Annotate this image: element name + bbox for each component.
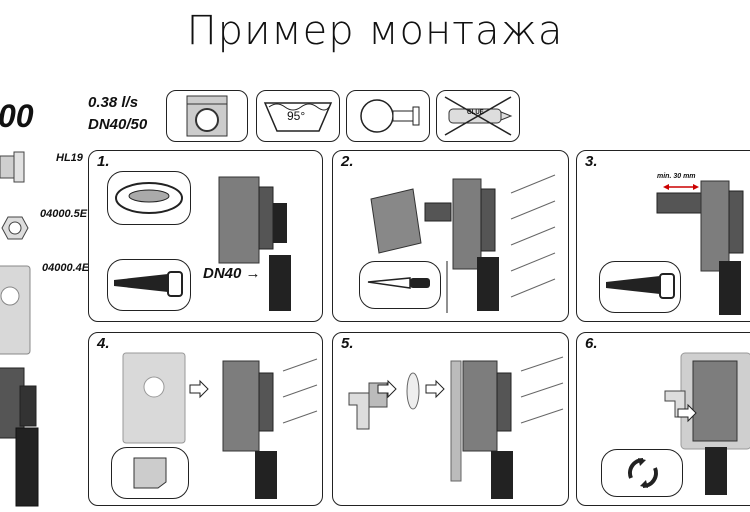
- part-label-nut: 04000.5E: [40, 208, 88, 220]
- step-3-panel: 3. min. 30 mm: [576, 150, 750, 322]
- no-glue-text: GLUE: [467, 110, 484, 116]
- dn40-label: DN40 →: [203, 265, 261, 282]
- step-5-panel: 5.: [332, 332, 569, 506]
- part-label-hl19: HL19: [56, 152, 83, 164]
- part-cover-plate-illustration: [0, 265, 31, 355]
- step-4-panel: 4.: [88, 332, 323, 506]
- cover-cap-illustration: [370, 188, 422, 254]
- step-1-panel: 1. DN40 →: [88, 150, 323, 322]
- rotate-icon: [601, 449, 683, 497]
- temperature-icon: 95°: [256, 90, 340, 142]
- saw-icon: [107, 259, 191, 311]
- washer-illustration: [406, 372, 420, 410]
- arrow-right-icon: [425, 379, 445, 399]
- step-number: 1.: [97, 153, 110, 170]
- step-6-panel: 6.: [576, 332, 750, 506]
- siphon-illustration: [218, 176, 291, 311]
- arrow-right-icon: [377, 379, 397, 399]
- temperature-value: 95°: [287, 109, 306, 123]
- step-number: 4.: [97, 335, 110, 352]
- siphon-outlet-icon: [346, 90, 430, 142]
- adhesive-pad-icon: [111, 447, 189, 499]
- product-code: 00: [0, 98, 34, 134]
- step-number: 3.: [585, 153, 598, 170]
- part-hl19-illustration: [0, 151, 25, 183]
- arrow-right-icon: [189, 379, 209, 399]
- flow-rate: 0.38 l/s: [88, 94, 139, 111]
- siphon-illustration: [222, 358, 318, 499]
- min-distance-label: min. 30 mm: [657, 173, 696, 180]
- step-number: 5.: [341, 335, 354, 352]
- page-title: Пример монтажа: [186, 8, 564, 54]
- step-2-panel: 2.: [332, 150, 569, 322]
- cover-plate-illustration: [122, 352, 186, 444]
- step-number: 2.: [341, 153, 354, 170]
- siphon-illustration: [656, 180, 744, 315]
- siphon-illustration: [424, 174, 556, 313]
- knife-icon: [359, 261, 441, 309]
- installed-siphon-illustration: [664, 352, 750, 495]
- pipe-diameter: DN40/50: [88, 116, 148, 133]
- part-label-cover: 04000.4E: [42, 262, 90, 274]
- washing-machine-icon: [166, 90, 248, 142]
- step-number: 6.: [585, 335, 598, 352]
- saw-icon: [599, 261, 681, 313]
- distance-arrow-icon: [663, 184, 699, 190]
- siphon-body-illustration: [0, 367, 39, 507]
- part-nut-illustration: [1, 216, 29, 240]
- arrow-right-icon: [677, 403, 697, 423]
- gasket-icon: [107, 171, 191, 225]
- siphon-illustration: [450, 356, 564, 499]
- no-glue-icon: GLUE: [436, 90, 520, 142]
